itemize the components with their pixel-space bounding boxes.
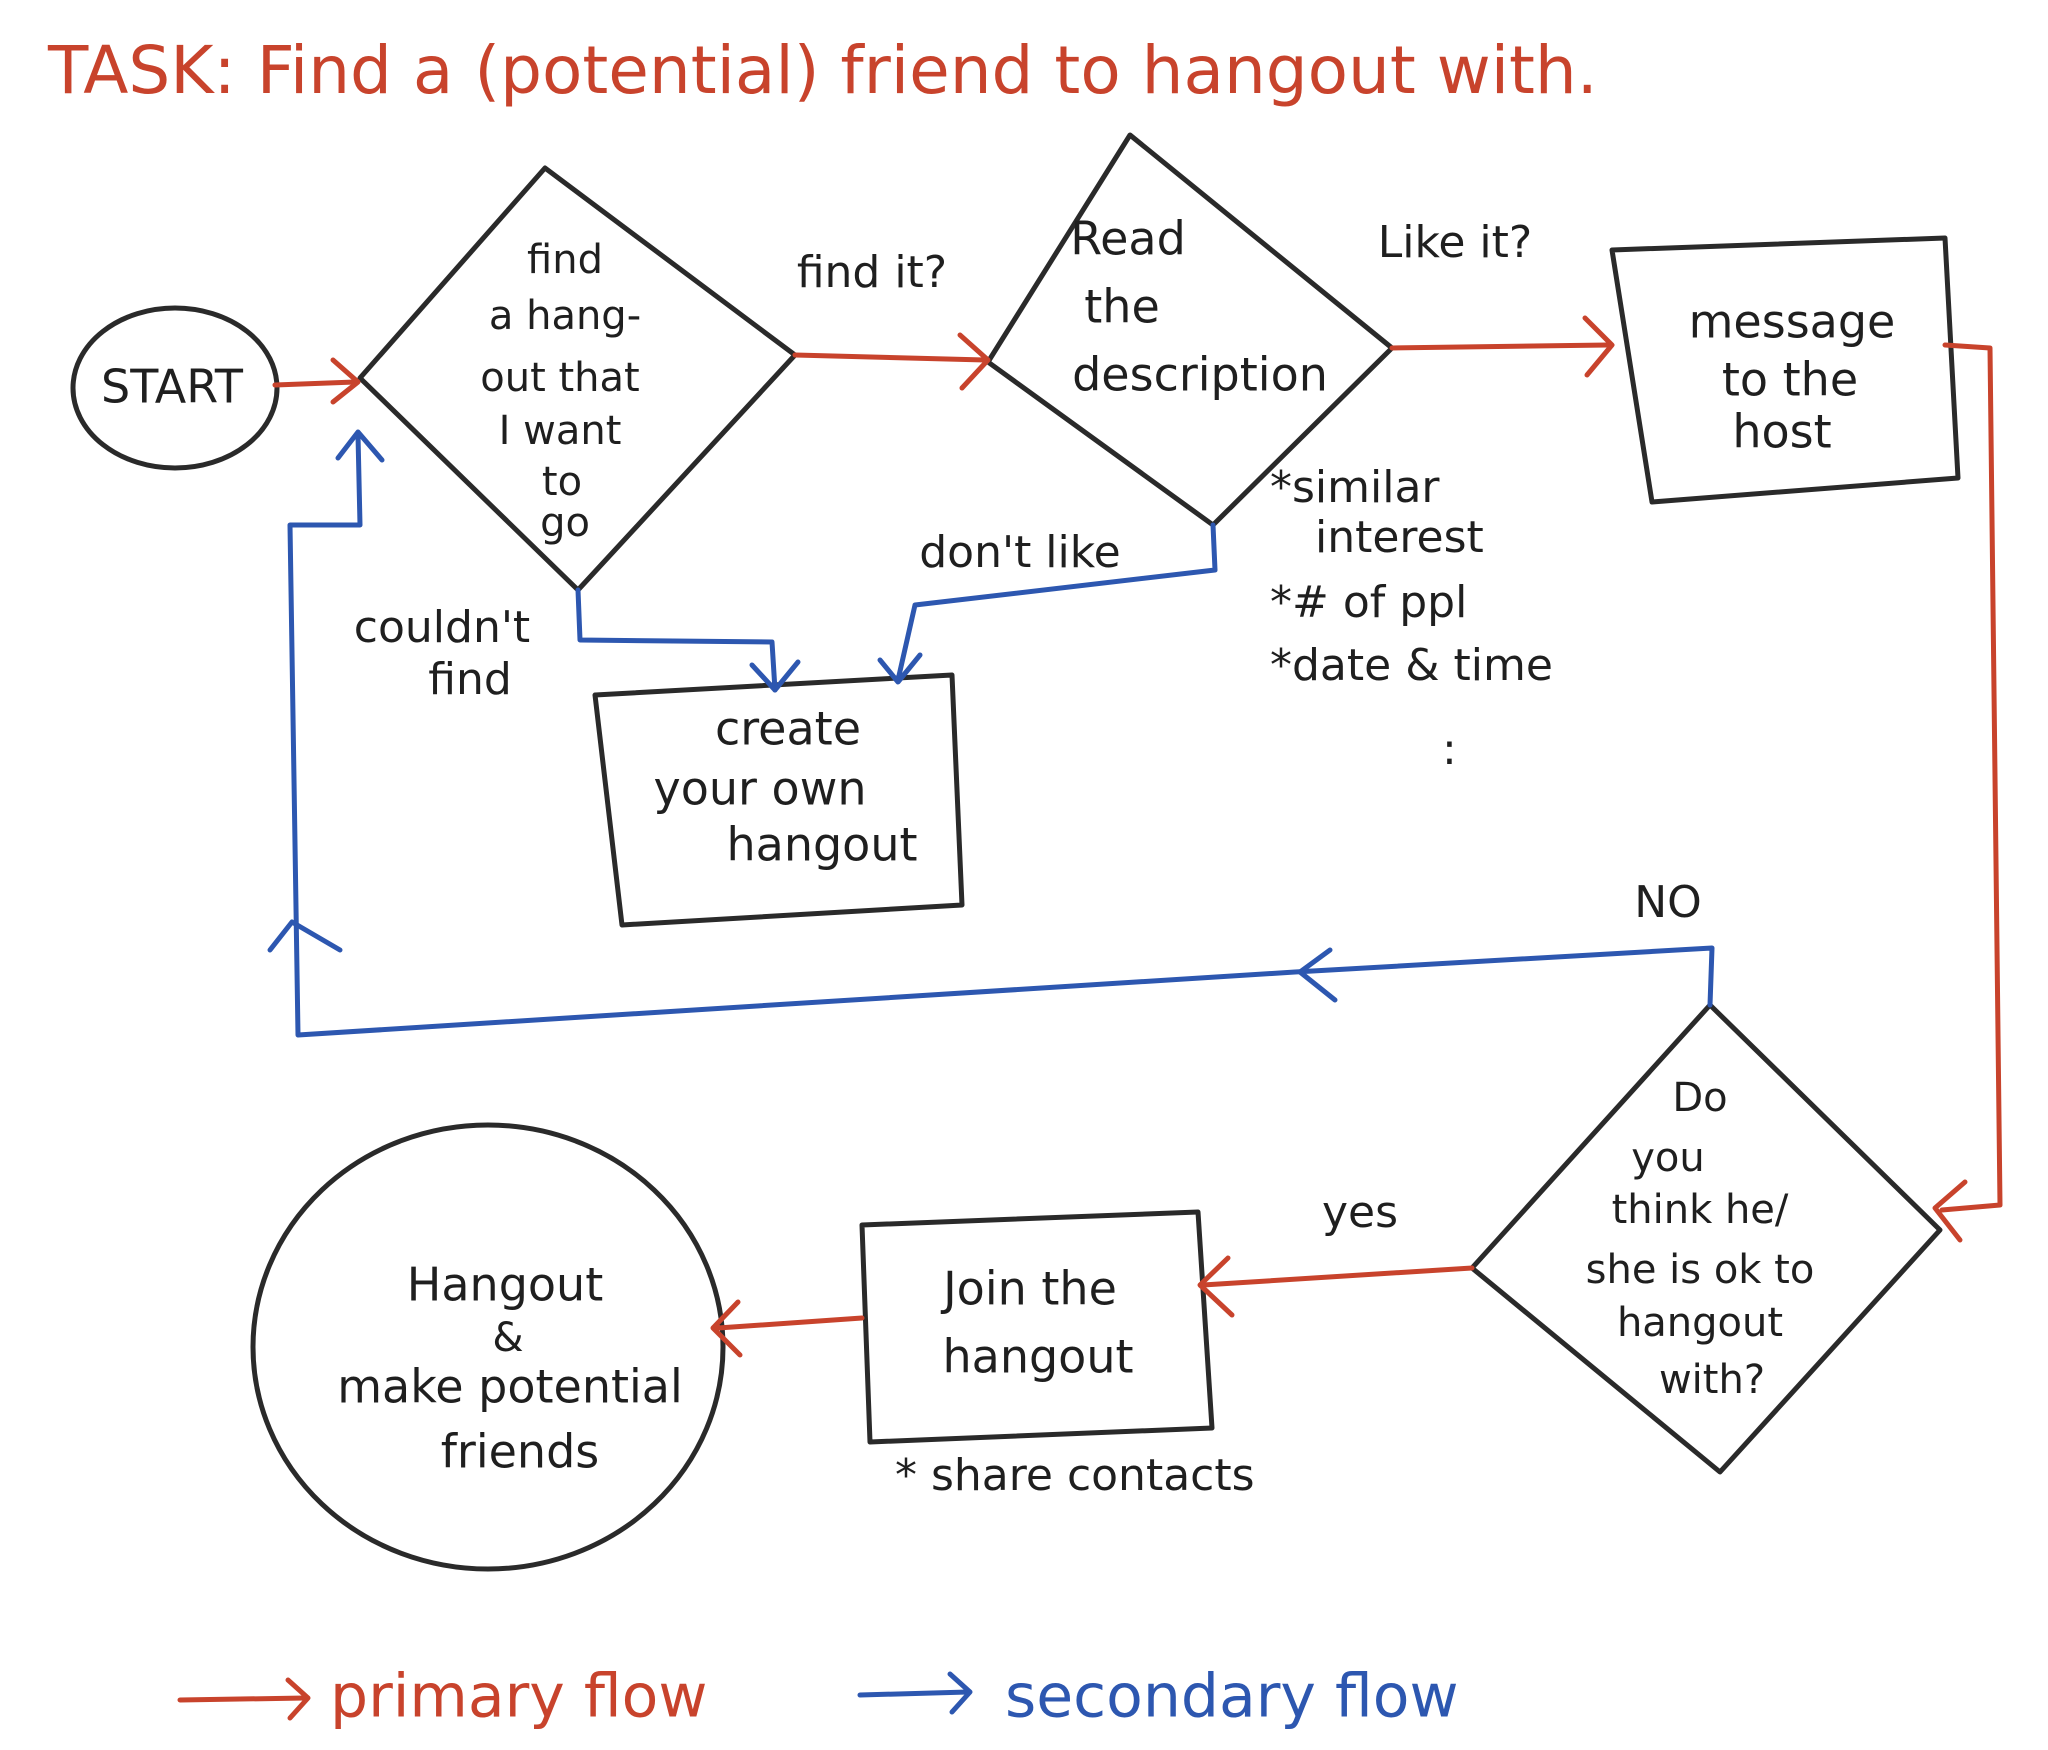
create-hangout-line-1: create bbox=[715, 702, 861, 756]
arrowhead-find-to-read bbox=[957, 332, 991, 391]
end-node bbox=[250, 1122, 726, 1572]
end-line-2: & bbox=[492, 1315, 523, 1361]
ok-decision-line-5: hangout bbox=[1617, 1300, 1783, 1346]
arrowhead-no-leftside bbox=[267, 919, 343, 953]
legend-primary-line bbox=[177, 1695, 308, 1703]
criteria-note-4: *date & time bbox=[1270, 640, 1553, 691]
start-label: START bbox=[101, 360, 244, 414]
find-hangout-line-1: find bbox=[527, 237, 603, 283]
edge-decision-no-to-find bbox=[287, 432, 1715, 1038]
find-hangout-line-3: out that bbox=[480, 355, 639, 401]
join-hangout-line-1: Join the bbox=[940, 1262, 1117, 1316]
label-dont-like: don't like bbox=[919, 527, 1121, 578]
start-node bbox=[70, 305, 280, 471]
edge-read-to-create bbox=[895, 522, 1218, 683]
message-host-line-3: host bbox=[1732, 405, 1831, 459]
read-description-line-3: description bbox=[1072, 348, 1328, 402]
legend-secondary-label: secondary flow bbox=[1005, 1662, 1459, 1732]
arrowhead-no-midline bbox=[1297, 947, 1338, 1003]
legend-secondary-arrowhead bbox=[947, 1671, 973, 1715]
task-title: TASK: Find a (potential) friend to hango… bbox=[47, 32, 1598, 109]
edge-start-to-find bbox=[272, 379, 358, 388]
arrowhead-join-to-end bbox=[710, 1299, 743, 1358]
ok-decision-line-3: think he/ bbox=[1612, 1187, 1789, 1233]
find-hangout-line-4: I want bbox=[499, 408, 622, 454]
share-contacts-note: * share contacts bbox=[895, 1450, 1255, 1501]
label-no: NO bbox=[1634, 877, 1702, 928]
ok-decision-line-6: with? bbox=[1659, 1357, 1765, 1403]
legend-primary-label: primary flow bbox=[330, 1662, 707, 1732]
label-find: find bbox=[428, 654, 512, 705]
create-hangout-line-2: your own bbox=[654, 762, 867, 816]
edge-join-to-end bbox=[715, 1315, 865, 1331]
edge-message-to-decision bbox=[1939, 342, 2003, 1213]
arrowhead-read-to-message bbox=[1582, 315, 1615, 378]
criteria-note-5: : bbox=[1442, 724, 1457, 775]
label-find-it: find it? bbox=[797, 247, 947, 298]
label-yes: yes bbox=[1322, 1187, 1398, 1238]
find-hangout-line-6: go bbox=[540, 500, 590, 546]
message-host-box bbox=[1609, 235, 1961, 505]
create-hangout-line-3: hangout bbox=[726, 818, 917, 872]
criteria-note-3: *# of ppl bbox=[1270, 577, 1467, 628]
arrowhead-no-to-find bbox=[335, 429, 385, 463]
message-host-line-2: to the bbox=[1722, 353, 1858, 407]
arrowhead-start-to-find bbox=[330, 357, 361, 405]
ok-decision-line-2: you bbox=[1631, 1135, 1705, 1181]
label-like-it: Like it? bbox=[1378, 217, 1533, 268]
arrowhead-read-to-create bbox=[877, 652, 923, 685]
criteria-note-1: *similar bbox=[1270, 462, 1440, 513]
find-hangout-line-2: a hang- bbox=[489, 293, 641, 339]
legend-primary-arrowhead bbox=[285, 1677, 311, 1721]
legend-secondary-line bbox=[857, 1689, 971, 1698]
edge-read-to-message bbox=[1389, 342, 1611, 351]
ok-decision-line-1: Do bbox=[1672, 1075, 1727, 1121]
arrowhead-decision-to-join bbox=[1197, 1255, 1235, 1318]
edge-find-to-create bbox=[575, 587, 778, 693]
end-line-1: Hangout bbox=[407, 1258, 603, 1312]
ok-to-hangout-decision bbox=[1469, 1002, 1943, 1475]
join-hangout-box bbox=[859, 1209, 1215, 1445]
create-hangout-box bbox=[592, 672, 965, 928]
read-description-line-2: the bbox=[1084, 280, 1160, 334]
arrowhead-find-to-create bbox=[749, 659, 801, 693]
label-couldnt: couldn't bbox=[354, 602, 530, 653]
arrowhead-message-to-decision bbox=[1932, 1179, 1968, 1243]
find-hangout-line-5: to bbox=[542, 459, 582, 505]
edge-decision-to-join bbox=[1200, 1265, 1475, 1288]
end-line-4: friends bbox=[441, 1425, 600, 1479]
end-line-3: make potential bbox=[337, 1360, 683, 1414]
read-description-line-1: Read bbox=[1070, 212, 1186, 266]
message-host-line-1: message bbox=[1689, 295, 1896, 349]
criteria-note-2: interest bbox=[1315, 512, 1484, 563]
edge-find-to-read bbox=[792, 352, 988, 363]
join-hangout-line-2: hangout bbox=[942, 1330, 1133, 1384]
ok-decision-line-4: she is ok to bbox=[1586, 1247, 1815, 1293]
